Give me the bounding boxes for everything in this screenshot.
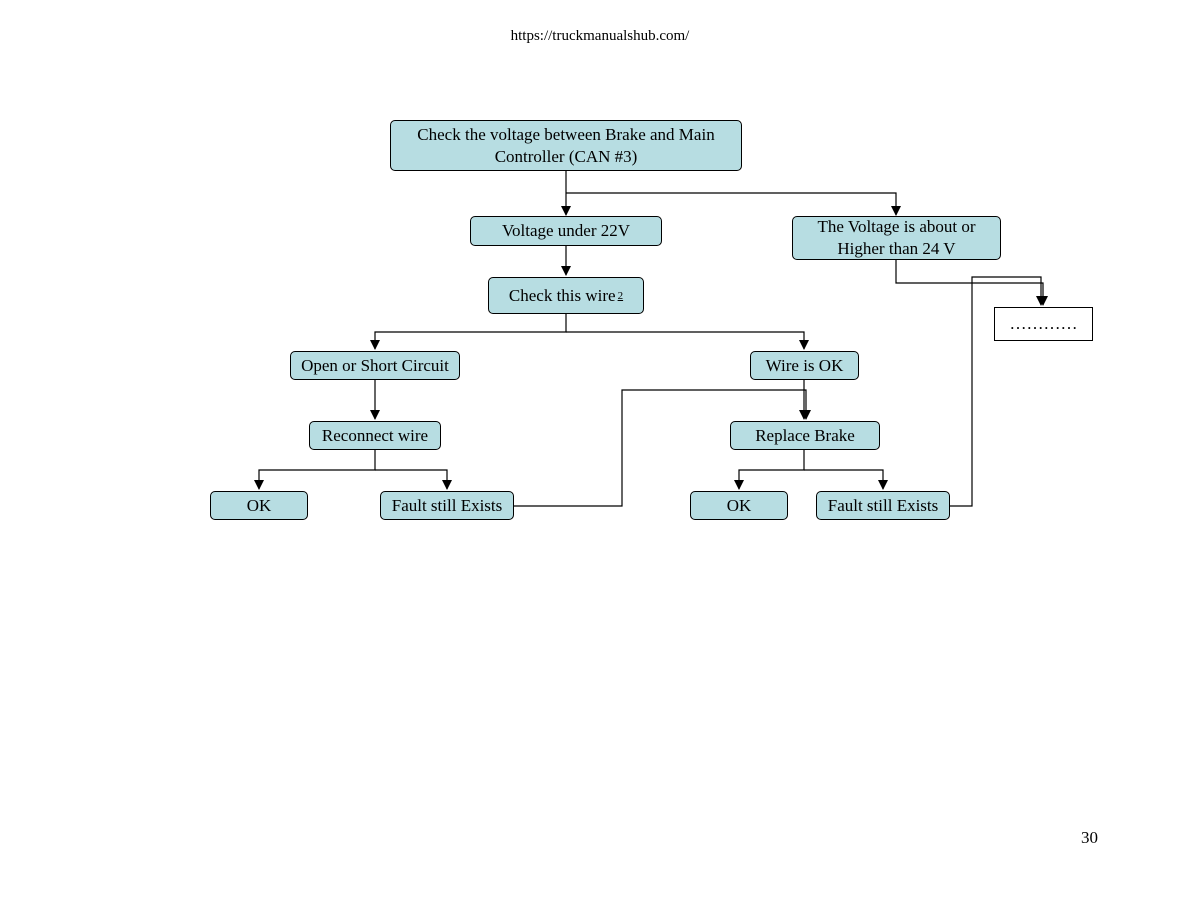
node-replace-brake: Replace Brake <box>730 421 880 450</box>
node-left-ok-label: OK <box>246 495 272 515</box>
page-number: 30 <box>1081 828 1098 847</box>
node-check-voltage-line1: Check the voltage between Brake and Main <box>417 124 715 144</box>
node-open-short-circuit: Open or Short Circuit <box>290 351 460 380</box>
node-right-fault-label: Fault still Exists <box>827 495 939 515</box>
node-wire-ok-label: Wire is OK <box>765 355 844 375</box>
node-continuation: ………… <box>994 307 1093 341</box>
arrow-voltage-high-to-continuation <box>895 260 1048 306</box>
arrow-left-fault-to-replace-brake <box>514 389 811 507</box>
node-check-voltage: Check the voltage between Brake and Main… <box>390 120 742 171</box>
node-replace-brake-label: Replace Brake <box>755 425 855 445</box>
node-wire-ok: Wire is OK <box>750 351 859 380</box>
arrow-start-to-voltage-high <box>566 192 901 216</box>
node-voltage-high-line1: The Voltage is about or <box>817 217 976 236</box>
node-reconnect-wire-label: Reconnect wire <box>321 425 429 445</box>
node-voltage-high-line2: Higher than 24 V <box>837 239 956 258</box>
node-left-fault-label: Fault still Exists <box>391 495 503 515</box>
arrow-reconnect-to-left-ok <box>254 450 376 490</box>
arrow-reconnect-to-left-fault <box>375 469 452 490</box>
arrow-right-fault-to-continuation <box>950 276 1046 507</box>
node-right-ok-label: OK <box>726 495 752 515</box>
node-open-short-circuit-label: Open or Short Circuit <box>301 355 449 375</box>
arrow-replace-brake-to-right-ok <box>734 450 805 490</box>
node-left-fault: Fault still Exists <box>380 491 514 520</box>
node-right-ok: OK <box>690 491 788 520</box>
node-check-wire-label: Check this wire <box>508 285 616 305</box>
arrow-replace-brake-to-right-fault <box>804 469 888 490</box>
header-url: https://truckmanualshub.com/ <box>510 28 690 44</box>
arrow-check-wire-to-wire-ok <box>566 331 809 350</box>
node-voltage-high: The Voltage is about or Higher than 24 V <box>792 216 1001 260</box>
node-continuation-dots: ………… <box>1009 314 1078 333</box>
arrow-check-wire-to-open-short <box>370 314 567 350</box>
node-voltage-under-22v-label: Voltage under 22V <box>501 221 631 240</box>
node-left-ok: OK <box>210 491 308 520</box>
node-reconnect-wire: Reconnect wire <box>309 421 441 450</box>
node-check-voltage-line2: Controller (CAN #3) <box>494 146 638 166</box>
node-right-fault: Fault still Exists <box>816 491 950 520</box>
node-voltage-under-22v: Voltage under 22V <box>470 216 662 246</box>
